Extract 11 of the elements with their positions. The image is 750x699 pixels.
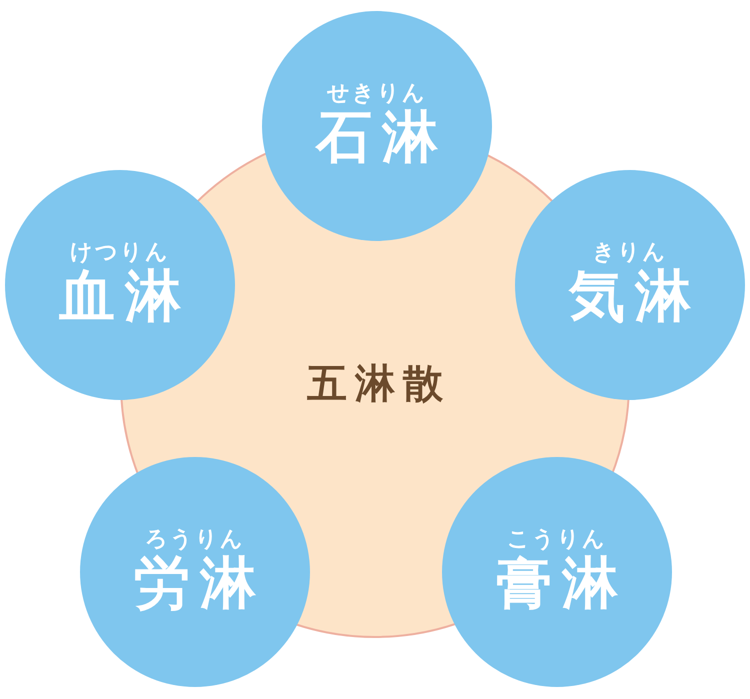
term-text: 気淋 bbox=[569, 264, 701, 330]
reading-text: きりん bbox=[592, 240, 668, 265]
term-text: 血淋 bbox=[59, 264, 191, 330]
reading-text: ろうりん bbox=[145, 528, 245, 552]
term-text: 石淋 bbox=[316, 106, 448, 170]
reading-text: こうりん bbox=[507, 528, 607, 552]
reading-text: けつりん bbox=[70, 240, 170, 265]
term-text: 労淋 bbox=[134, 552, 266, 616]
title-text: 五淋散 bbox=[307, 360, 451, 408]
term-text: 膏淋 bbox=[496, 552, 628, 616]
reading-text: せきりん bbox=[327, 82, 427, 106]
